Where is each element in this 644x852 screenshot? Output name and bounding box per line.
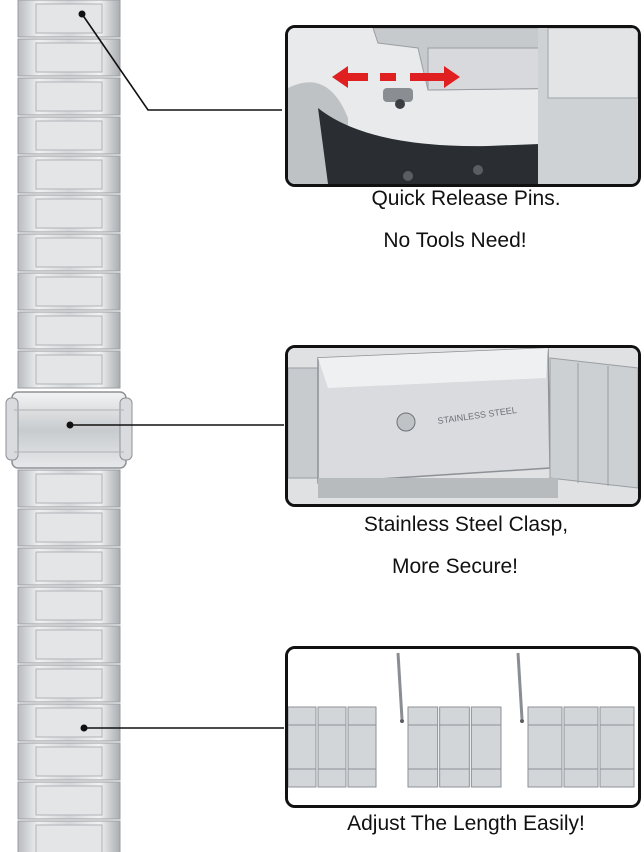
adjust-link-piece	[599, 724, 635, 770]
adjust-link-piece	[470, 768, 502, 788]
adjust-link-piece	[599, 706, 635, 726]
adjust-link-piece	[288, 706, 317, 726]
adjust-link-piece	[347, 724, 377, 770]
caption-pins-line1: Quick Release Pins.	[371, 187, 561, 210]
band-link-center	[35, 707, 103, 738]
band-link-center	[35, 42, 103, 73]
adjust-link-piece	[527, 768, 563, 788]
band-link-center	[35, 81, 103, 112]
band-link-center	[35, 276, 103, 307]
adjust-link-piece	[347, 768, 377, 788]
panel-adjust	[285, 646, 641, 808]
adjust-link-piece	[317, 768, 347, 788]
band-link-center	[35, 551, 103, 582]
panel-quick-release	[285, 25, 641, 187]
caption-clasp-line1: Stainless Steel Clasp,	[363, 513, 569, 536]
band-link-center	[35, 629, 103, 660]
band-link-center	[35, 237, 103, 268]
band-link-center	[35, 354, 103, 385]
band-link-center	[35, 198, 103, 229]
band-link-center	[35, 473, 103, 504]
adjust-link-piece	[439, 706, 470, 726]
band-link-center	[35, 785, 103, 816]
caption-clasp-line2: More Secure!	[391, 555, 519, 578]
band-link-center	[35, 824, 103, 852]
band-link-center	[35, 315, 103, 346]
band-link-center	[35, 746, 103, 777]
adjust-link-piece	[407, 706, 439, 726]
adjust-link-piece	[407, 724, 439, 770]
adjust-link-piece	[527, 724, 563, 770]
pin-tool-icon	[396, 652, 524, 723]
band-link-center	[35, 512, 103, 543]
callout-line-pins	[81, 13, 282, 111]
adjust-link-piece	[470, 724, 502, 770]
band-clasp	[5, 391, 133, 469]
adjust-link-piece	[347, 706, 377, 726]
adjust-link-piece	[470, 706, 502, 726]
band-link-center	[35, 590, 103, 621]
caption-adjust-line1: Adjust The Length Easily!	[347, 812, 585, 835]
adjust-link-piece	[563, 724, 599, 770]
panel-clasp: STAINLESS STEEL	[285, 345, 641, 507]
band-link-center	[35, 668, 103, 699]
adjust-link-piece	[439, 724, 470, 770]
adjust-link-piece	[599, 768, 635, 788]
adjust-link-piece	[563, 768, 599, 788]
band-link-center	[35, 159, 103, 190]
adjust-link-piece	[527, 706, 563, 726]
adjust-link-piece	[563, 706, 599, 726]
adjust-link-piece	[288, 768, 317, 788]
caption-pins-line2: No Tools Need!	[383, 229, 527, 252]
adjust-link-piece	[439, 768, 470, 788]
adjust-link-piece	[407, 768, 439, 788]
double-arrow-icon	[332, 66, 460, 88]
band-link-center	[35, 120, 103, 151]
adjust-link-piece	[317, 706, 347, 726]
adjust-link-piece	[288, 724, 317, 770]
adjust-link-piece	[317, 724, 347, 770]
watch-band	[5, 0, 133, 852]
